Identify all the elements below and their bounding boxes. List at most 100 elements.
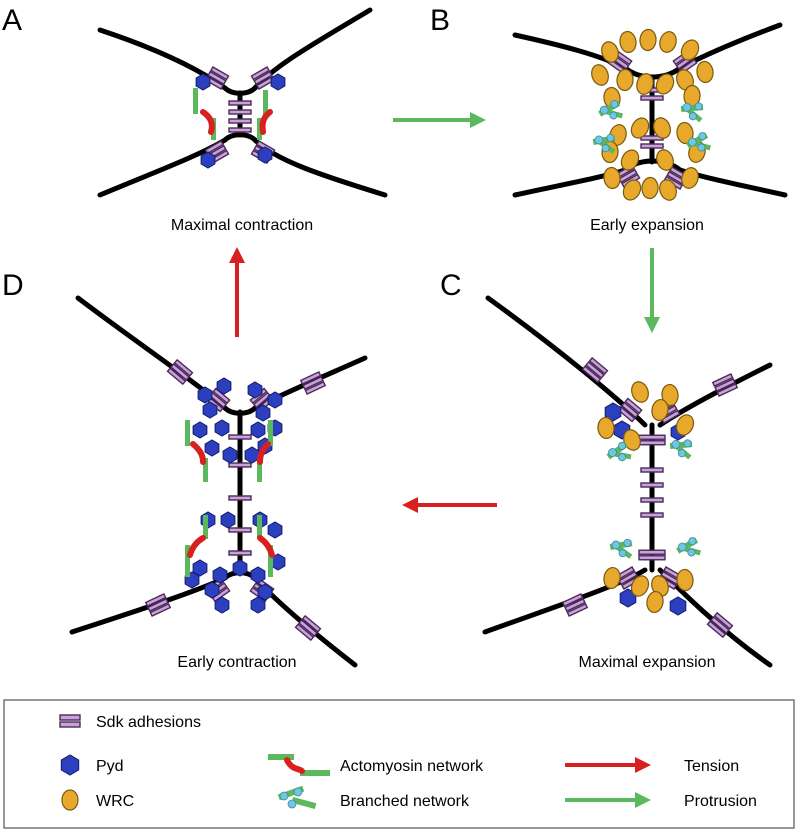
pyd-hexagon [195, 73, 211, 91]
actin-bar [257, 458, 262, 482]
legend-box [3, 699, 795, 829]
wrc-oval [619, 30, 637, 54]
pyd-hexagon [214, 596, 230, 614]
legend-branched-label: Branched network [340, 793, 470, 810]
legend-branched-icon [277, 785, 317, 810]
legend-sdk-icon [59, 714, 81, 728]
pyd-hexagon [192, 559, 208, 577]
wrc-oval [616, 68, 634, 92]
pyd-hexagon [255, 404, 271, 422]
panel-b-junction-proteins [591, 28, 714, 201]
panel-d-caption: Early contraction [177, 654, 296, 671]
wrc-oval [636, 73, 654, 95]
legend-actomyosin-icon [268, 754, 330, 776]
panel-b-caption: Early expansion [590, 217, 704, 234]
pyd-hexagon [257, 146, 273, 164]
pyd-hexagon [257, 583, 273, 601]
actin-bar [185, 545, 190, 577]
branched-network [676, 537, 702, 557]
panel-c-caption: Maximal expansion [579, 654, 716, 671]
sdk-adhesion [228, 550, 252, 556]
wrc-oval [656, 149, 674, 171]
sdk-adhesion [640, 467, 664, 473]
sdk-adhesion [294, 614, 322, 642]
wrc-oval [675, 414, 695, 436]
actin-bar [257, 515, 262, 539]
sdk-adhesion [299, 371, 327, 395]
sdk-adhesion [228, 100, 252, 106]
actin-bar [268, 545, 273, 577]
pyd-hexagon [604, 402, 622, 422]
actin-bar [203, 515, 208, 539]
sdk-adhesion [250, 66, 276, 90]
sdk-adhesion [144, 593, 172, 617]
legend-actomyosin-label: Actomyosin network [340, 758, 484, 775]
pyd-hexagon [669, 596, 687, 616]
wrc-oval [659, 179, 677, 201]
wrc-oval [651, 398, 669, 422]
pyd-hexagon [267, 391, 283, 409]
legend-wrc-label: WRC [96, 793, 134, 810]
pyd-hexagon [220, 511, 236, 529]
sdk-adhesion [228, 434, 252, 440]
panel-a-caption: Maximal contraction [171, 217, 313, 234]
pyd-hexagon [204, 439, 220, 457]
legend-sdk-label: Sdk adhesions [96, 714, 201, 731]
wrc-oval [659, 31, 677, 53]
pyd-hexagon [200, 151, 216, 169]
legend-protrusion-label: Protrusion [684, 793, 757, 810]
panel-c-letter: C [440, 269, 462, 302]
sdk-adhesion [640, 95, 664, 101]
sdk-adhesion [640, 143, 664, 149]
wrc-oval [603, 166, 621, 190]
wrc-oval [620, 149, 640, 171]
pyd-hexagon [232, 559, 248, 577]
legend: Sdk adhesions Pyd WRC Actomyosin network… [3, 699, 795, 829]
sdk-adhesion [640, 512, 664, 518]
panel-c: C Maximal expansion [440, 269, 773, 671]
pyd-hexagon [214, 419, 230, 437]
wrc-oval [641, 176, 659, 200]
pyd-hexagon [247, 381, 263, 399]
wrc-oval [601, 41, 619, 63]
pyd-hexagon [60, 754, 80, 776]
wrc-oval [655, 73, 675, 95]
wrc-oval [603, 566, 621, 590]
sdk-adhesion [640, 482, 664, 488]
sdk-adhesion [228, 462, 252, 468]
panel-d-letter: D [2, 269, 24, 302]
sdk-adhesion [228, 118, 252, 124]
sdk-adhesion [228, 527, 252, 533]
branched-network [609, 538, 633, 559]
pyd-hexagon [250, 566, 266, 584]
sdk-adhesion [581, 356, 609, 384]
branched-network [669, 439, 693, 460]
actin-bar [203, 458, 208, 482]
pyd-hexagon [192, 421, 208, 439]
myosin-cable [187, 535, 206, 558]
actin-bar [268, 420, 273, 446]
myosin-cable [257, 441, 271, 465]
branched-network [686, 132, 712, 152]
pyd-hexagon [244, 446, 260, 464]
wrc-oval [680, 39, 700, 61]
legend-pyd-label: Pyd [96, 758, 124, 775]
wrc-oval [622, 179, 642, 201]
wrc-oval [630, 575, 650, 597]
panel-b-letter: B [430, 4, 450, 37]
branched-network [606, 441, 632, 462]
sdk-adhesion [166, 358, 194, 386]
legend-tension-label: Tension [684, 758, 739, 775]
panel-b: B Early expansion [430, 4, 788, 234]
sdk-adhesion [706, 611, 734, 639]
sdk-adhesion [561, 593, 589, 617]
panel-a-letter: A [2, 4, 22, 37]
myosin-cable [257, 535, 275, 558]
sdk-adhesion [711, 373, 739, 397]
wrc-oval [631, 381, 649, 403]
wrc-oval [646, 590, 664, 614]
pyd-hexagon [202, 401, 218, 419]
panel-d-junction-proteins [144, 358, 327, 642]
sdk-adhesion [617, 397, 643, 423]
wrc-oval [681, 167, 699, 189]
